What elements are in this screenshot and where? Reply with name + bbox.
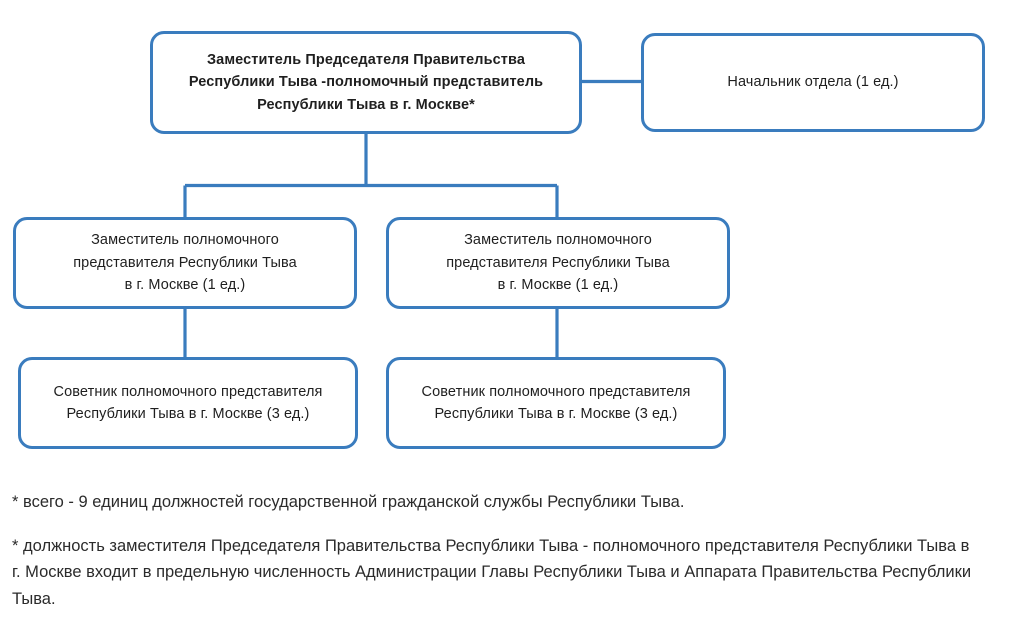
node-deputy-representative-2-label: Заместитель полномочного представителя Р… [446, 232, 670, 294]
node-department-head: Начальник отдела (1 ед.) [641, 33, 985, 132]
node-adviser-2: Советник полномочного представителя Респ… [386, 357, 726, 449]
node-deputy-representative-2: Заместитель полномочного представителя Р… [386, 217, 730, 309]
node-adviser-1-label: Советник полномочного представителя Респ… [53, 383, 323, 422]
footnote-position-inclusion: * должность заместителя Председателя Пра… [12, 536, 972, 609]
node-department-head-label: Начальник отдела (1 ед.) [727, 74, 899, 91]
org-chart: Заместитель Председателя Правительства Р… [13, 31, 985, 449]
node-deputy-chairman-label: Заместитель Председателя Правительства Р… [188, 51, 544, 113]
node-adviser-2-label: Советник полномочного представителя Респ… [421, 383, 691, 422]
footnote-total-units: * всего - 9 единиц должностей государств… [12, 493, 685, 511]
footnotes: * всего - 9 единиц должностей государств… [0, 470, 1024, 613]
node-adviser-1: Советник полномочного представителя Респ… [18, 357, 358, 449]
node-deputy-representative-1-label: Заместитель полномочного представителя Р… [73, 232, 297, 294]
node-deputy-chairman: Заместитель Председателя Правительства Р… [150, 31, 582, 134]
node-deputy-representative-1: Заместитель полномочного представителя Р… [13, 217, 357, 309]
